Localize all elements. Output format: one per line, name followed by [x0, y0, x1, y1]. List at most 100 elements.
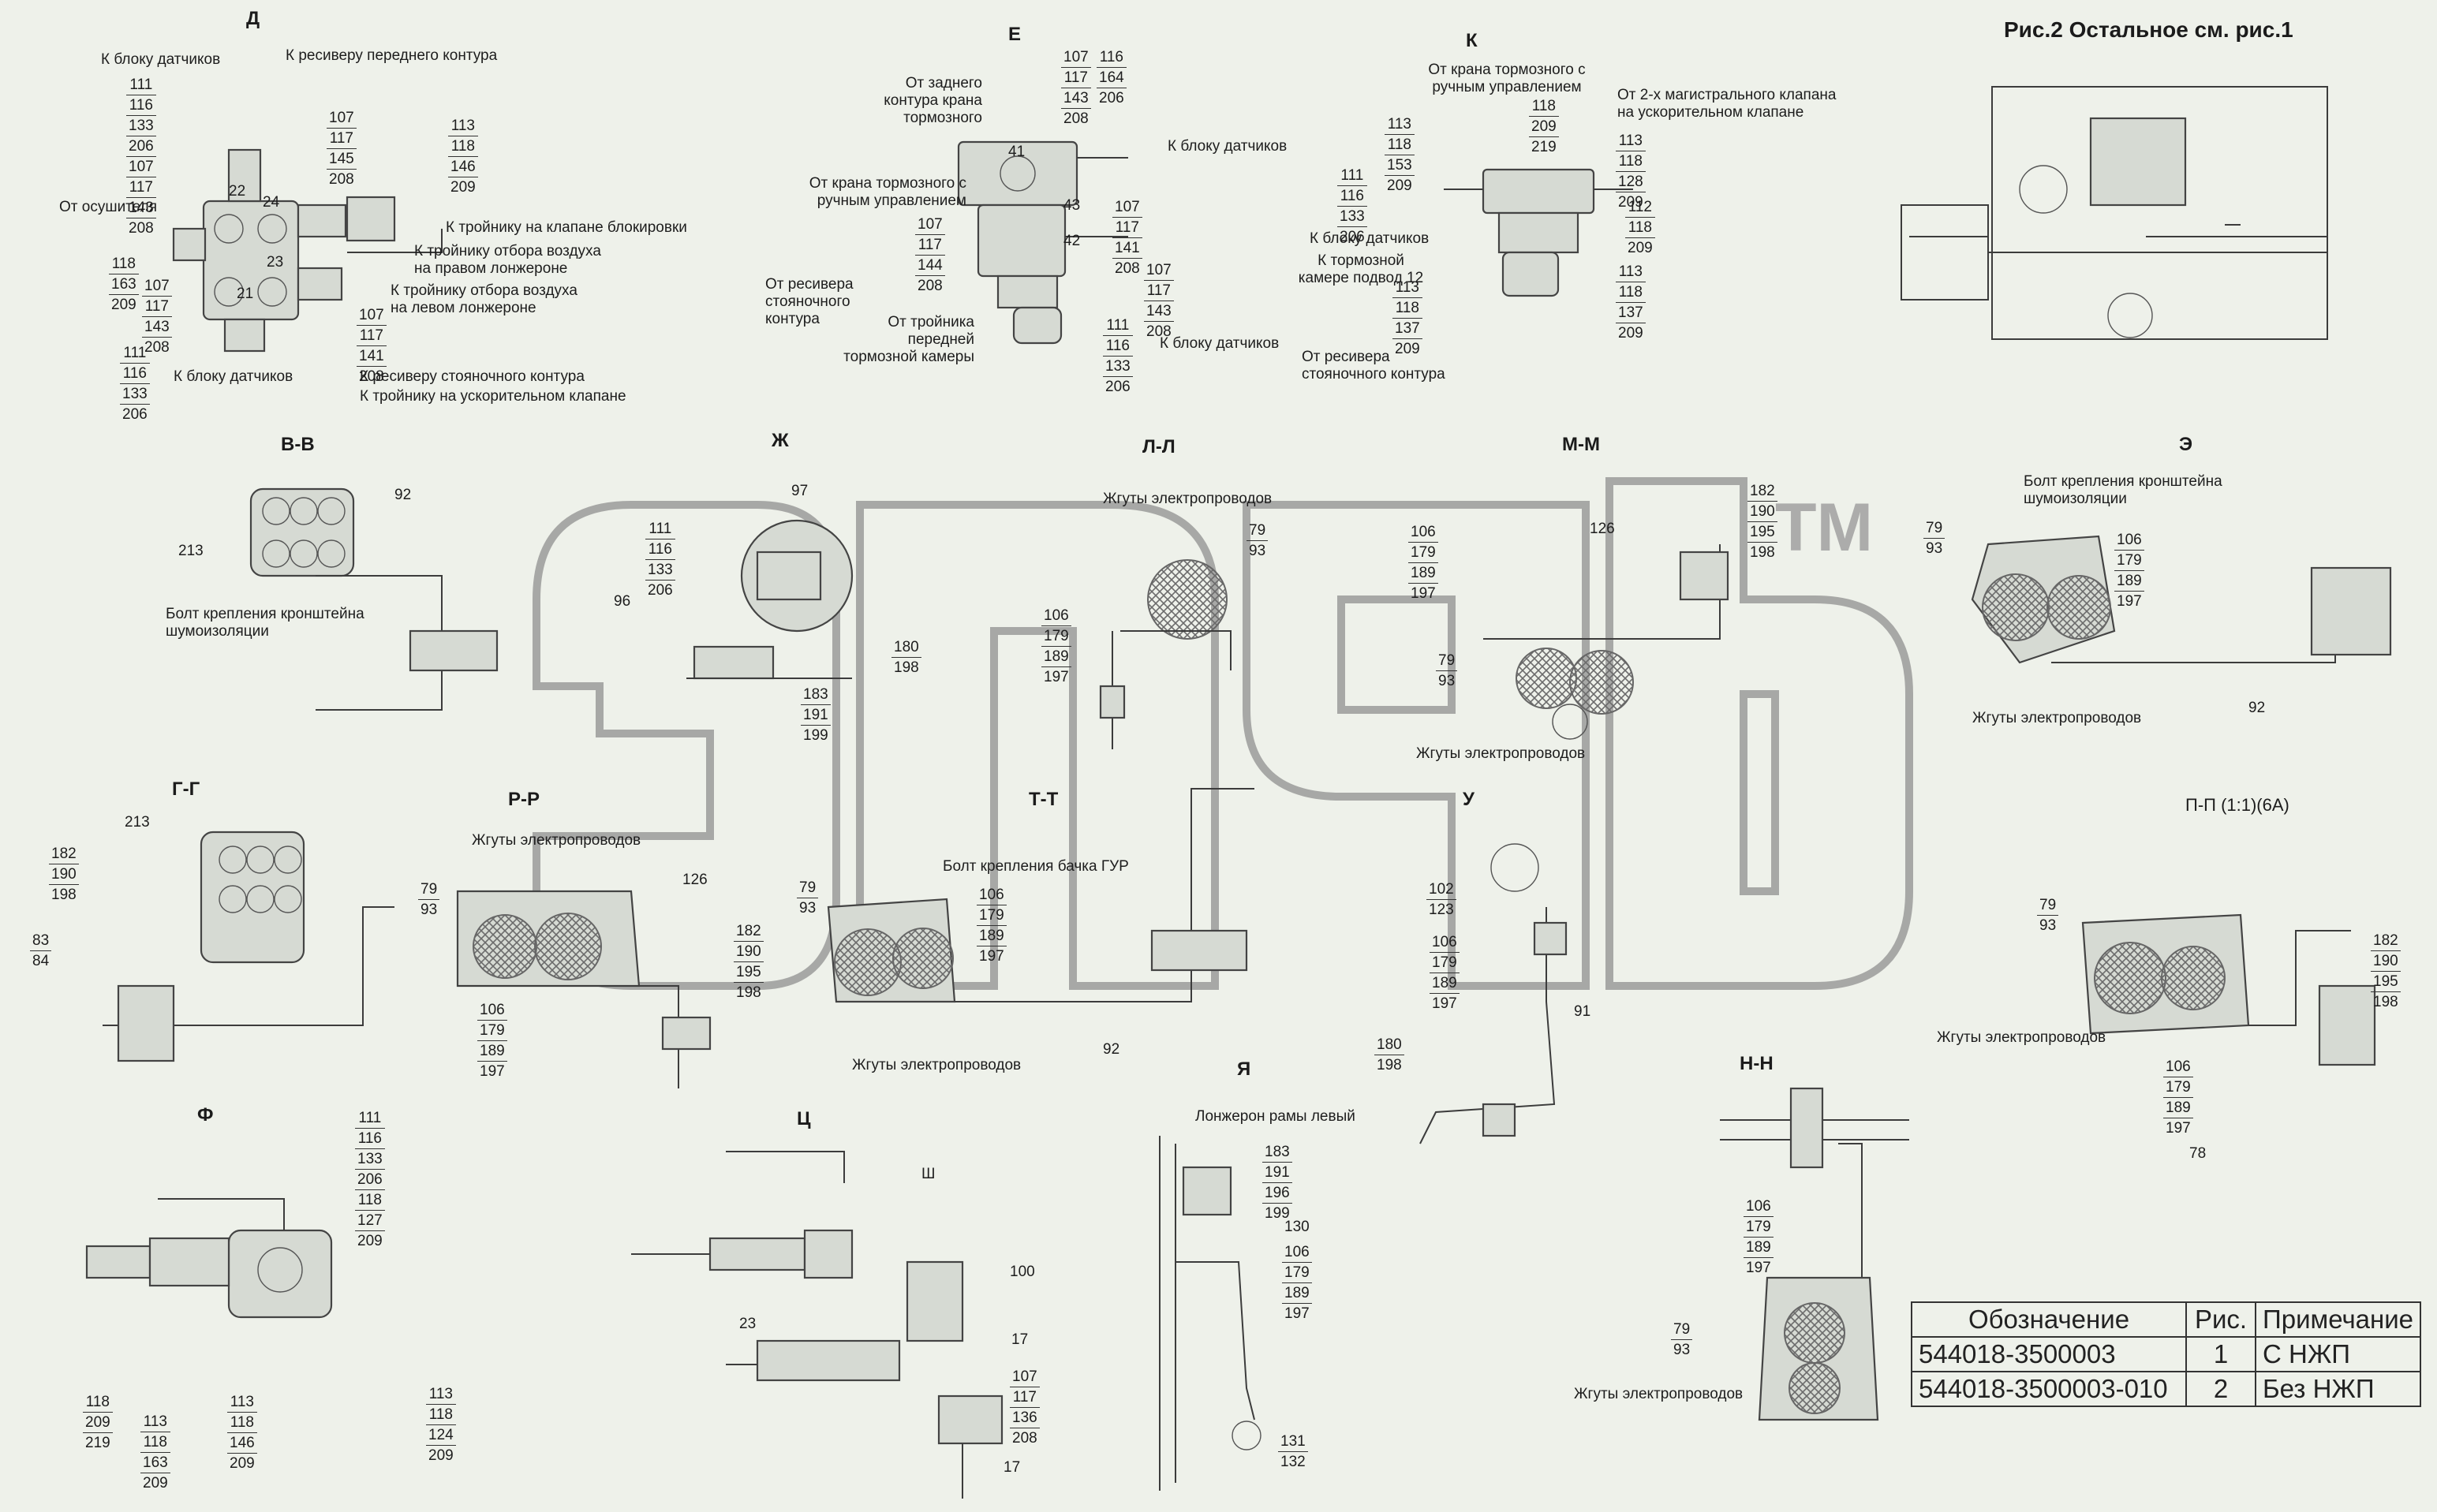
callout-number: 182 — [734, 921, 764, 942]
callout-number: 111 — [355, 1108, 385, 1129]
callout-number: 79 — [2037, 895, 2059, 916]
callout-number: 190 — [49, 864, 79, 885]
section-rr-drawing — [456, 890, 712, 1088]
callout-number: 183 — [801, 685, 831, 705]
section-f-drawing — [85, 1198, 333, 1319]
label-d-8: К тройнику на ускорительном клапане — [360, 388, 626, 405]
callout-number: 198 — [1750, 544, 1775, 561]
callout-number: 116 — [126, 95, 156, 116]
callout-number: 197 — [1411, 585, 1436, 602]
label-pp-0: Жгуты электропроводов — [1937, 1029, 2106, 1046]
num-ts-1: 100 — [1010, 1264, 1035, 1280]
spec-cell-note: С НЖП — [2254, 1336, 2422, 1372]
callout-number: 117 — [1112, 218, 1142, 238]
title-rr: Р-Р — [508, 789, 540, 810]
callout-number: 179 — [477, 1021, 507, 1041]
label-tt-1: Жгуты электропроводов — [852, 1057, 1022, 1073]
callout-number: 208 — [329, 171, 354, 188]
title-e: Е — [1008, 24, 1022, 45]
callout-number: 117 — [915, 235, 945, 256]
callout-number: 197 — [480, 1063, 505, 1080]
callout-number: 128 — [1616, 172, 1646, 192]
callout-number: 111 — [1103, 315, 1133, 336]
title-gg: Г-Г — [172, 778, 200, 800]
callout-number: 189 — [2114, 571, 2144, 592]
callout-number: 195 — [734, 962, 764, 983]
callout-number: 133 — [645, 560, 675, 581]
figure-title: Рис.2 Остальное см. рис.1 — [2004, 17, 2293, 42]
callout-number: 137 — [1392, 319, 1422, 339]
callout-number: 118 — [1616, 282, 1646, 303]
callout-number: 133 — [1103, 357, 1133, 377]
callout-number: 195 — [2371, 972, 2401, 992]
callout-number: 189 — [2163, 1098, 2193, 1118]
callout-number: 107 — [357, 305, 387, 326]
callout-number: 118 — [448, 136, 478, 157]
callout-number: 113 — [426, 1384, 456, 1405]
callout-number: 209 — [450, 179, 476, 196]
title-zh: Ж — [772, 430, 789, 451]
callout-number: 206 — [1340, 229, 1365, 245]
callout-number: 179 — [1430, 953, 1460, 973]
callout-number: 189 — [977, 926, 1007, 946]
num-tt-0: 92 — [1103, 1041, 1120, 1058]
callout-number: 208 — [129, 220, 154, 237]
callout-number: 153 — [1385, 155, 1415, 176]
callout-number: 79 — [1436, 651, 1458, 671]
section-e-drawing — [957, 140, 1128, 345]
label-tt-0: Болт крепления бачка ГУР — [943, 858, 1129, 875]
callout-number: 118 — [83, 1392, 113, 1413]
callout-number: 117 — [1144, 281, 1174, 301]
num-d-3: 21 — [237, 286, 254, 302]
num-zh-0: 97 — [791, 483, 809, 499]
callout-number: 182 — [1747, 481, 1777, 502]
title-nn: Н-Н — [1740, 1053, 1774, 1074]
label-d-3: К тройнику на клапане блокировки — [446, 219, 687, 236]
callout-number: 179 — [1041, 626, 1071, 647]
callout-number: 209 — [1387, 177, 1412, 194]
title-k: К — [1466, 30, 1478, 51]
callout-number: 179 — [2163, 1077, 2193, 1098]
num-e-2: 42 — [1063, 233, 1081, 249]
title-ya: Я — [1237, 1058, 1251, 1080]
title-u: У — [1463, 789, 1475, 810]
callout-number: 113 — [227, 1392, 257, 1413]
callout-number: 209 — [1628, 240, 1653, 256]
callout-number: 209 — [1618, 194, 1643, 211]
label-d-2: От осушителя — [59, 199, 157, 215]
callout-number: 209 — [230, 1455, 255, 1472]
callout-number: 209 — [83, 1413, 113, 1433]
section-pp-drawing — [2081, 913, 2376, 1066]
title-f: Ф — [197, 1104, 214, 1126]
callout-number: 133 — [1337, 207, 1367, 227]
spec-table-header: Обозначение Рис. Примечание — [1911, 1301, 2422, 1338]
callout-number: 182 — [49, 844, 79, 864]
callout-number: 208 — [359, 368, 384, 385]
label-e-3: От ресивера стояночного контура — [765, 276, 854, 327]
callout-number: 79 — [1247, 521, 1269, 541]
callout-number: 107 — [327, 108, 357, 129]
section-ts-drawing — [631, 1151, 1004, 1499]
callout-number: 189 — [477, 1041, 507, 1062]
callout-number: 209 — [428, 1447, 454, 1464]
callout-number: 106 — [1430, 932, 1460, 953]
section-ll-drawing — [1099, 559, 1232, 749]
callout-number: 113 — [1616, 131, 1646, 151]
label-mm-0: Жгуты электропроводов — [1416, 745, 1586, 762]
callout-number: 206 — [126, 136, 156, 157]
callout-number: 190 — [2371, 951, 2401, 972]
